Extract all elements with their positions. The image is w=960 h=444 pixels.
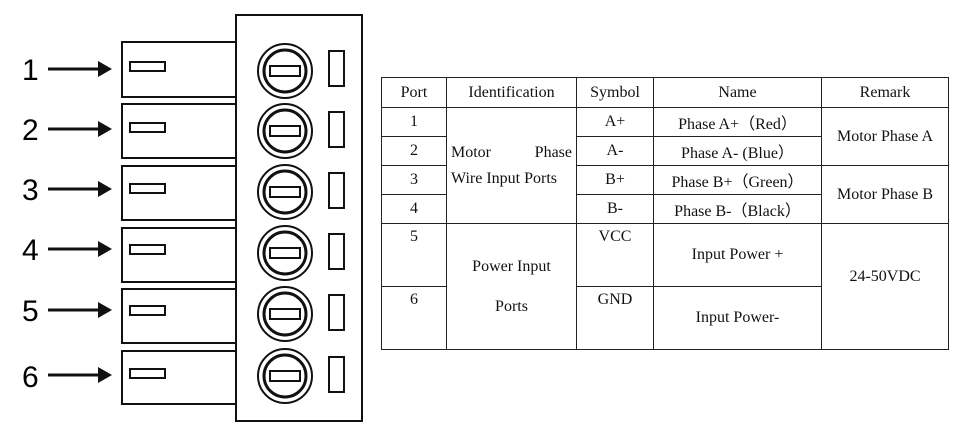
cell-symbol: B- [576,194,654,224]
screw-outer-ring [257,286,313,342]
screw-outer-ring [257,43,313,99]
screw-outer-ring [257,103,313,159]
terminal-port-2: 2 [22,103,345,159]
cell-port: 6 [381,286,447,350]
port-number-4: 4 [22,234,39,267]
port-number-6: 6 [22,361,39,394]
indicator-window [328,356,345,393]
cell-name: Phase B-（Black） [653,194,822,224]
cell-name: Input Power- [653,286,822,350]
screw-slot [269,125,301,137]
indicator-window [328,294,345,331]
screw-slot [269,247,301,259]
cell-name: Phase A+（Red） [653,107,822,137]
arrow-icon [98,367,112,383]
arrow-icon [98,121,112,137]
header-symbol: Symbol [576,77,654,108]
identification-line-2: Ports [495,297,528,315]
screw-head [262,230,308,276]
indicator-window [328,111,345,148]
arrow-icon [98,181,112,197]
terminal-port-3: 3 [22,164,345,221]
cell-port: 3 [381,165,447,195]
screw-head [262,353,308,399]
wire-slot [121,41,237,98]
cell-identification-motor: Motor Phase Wire Input Ports [446,107,577,224]
port-definition-table: Port Identification Symbol Name Remark 1… [381,77,949,350]
cell-symbol: B+ [576,165,654,195]
wire-slot-tab [129,244,166,255]
screw-head [262,108,308,154]
identification-line-1: Power Input [472,257,551,275]
indicator-window [328,233,345,270]
port-number-1: 1 [22,54,39,87]
table-row: 4 B- Phase B-（Black） [381,194,949,224]
header-name: Name [653,77,822,108]
wire-slot-tab [129,368,166,379]
screw-head [262,291,308,337]
wire-slot-tab [129,183,166,194]
table-row: 6 GND Input Power- [381,286,949,350]
indicator-window [328,50,345,87]
identification-word-motor: Motor [451,143,491,161]
terminal-block-diagram: 1 2 3 4 [22,14,363,422]
indicator-window [328,172,345,209]
terminal-port-4: 4 [22,225,345,283]
terminal-port-5: 5 [22,286,345,344]
terminal-port-1: 1 [22,41,345,99]
screw-head [262,48,308,94]
port-number-3: 3 [22,174,39,207]
port-number-5: 5 [22,295,39,328]
header-identification: Identification [446,77,577,108]
wire-slot-tab [129,305,166,316]
cell-symbol: A- [576,136,654,166]
header-port: Port [381,77,447,108]
cell-symbol: VCC [576,223,654,287]
wire-slot-tab [129,61,166,72]
arrow-icon [98,61,112,77]
screw-outer-ring [257,164,313,220]
cell-port: 2 [381,136,447,166]
arrow-icon [98,302,112,318]
cell-symbol: GND [576,286,654,350]
screw-outer-ring [257,225,313,281]
identification-word-phase: Phase [534,143,572,161]
table-row: 5 Power Input Ports VCC Input Power + 24… [381,223,949,350]
cell-symbol: A+ [576,107,654,137]
cell-remark-phase-b: Motor Phase B [821,165,949,224]
screw-slot [269,186,301,198]
cell-identification-power: Power Input Ports [446,223,577,350]
table-header-row: Port Identification Symbol Name Remark [381,77,949,108]
port-number-2: 2 [22,114,39,147]
arrow-icon [98,241,112,257]
cell-port: 1 [381,107,447,137]
cell-port: 5 [381,223,447,287]
header-remark: Remark [821,77,949,108]
wire-slot-tab [129,122,166,133]
terminal-port-6: 6 [22,348,345,405]
cell-port: 4 [381,194,447,224]
identification-line-2: Wire Input Ports [451,169,558,187]
screw-outer-ring [257,348,313,404]
screw-slot [269,308,301,320]
screw-slot [269,65,301,77]
cell-name: Phase A- (Blue） [653,136,822,166]
table-row: 1 Motor Phase Wire Input Ports A+ Phase … [381,107,949,224]
table-row: 3 B+ Phase B+（Green） Motor Phase B [381,165,949,224]
cell-name: Input Power + [653,223,822,287]
cell-remark-power: 24-50VDC [821,223,949,350]
cell-name: Phase B+（Green） [653,165,822,195]
screw-head [262,169,308,215]
screw-slot [269,370,301,382]
cell-remark-phase-a: Motor Phase A [821,107,949,166]
